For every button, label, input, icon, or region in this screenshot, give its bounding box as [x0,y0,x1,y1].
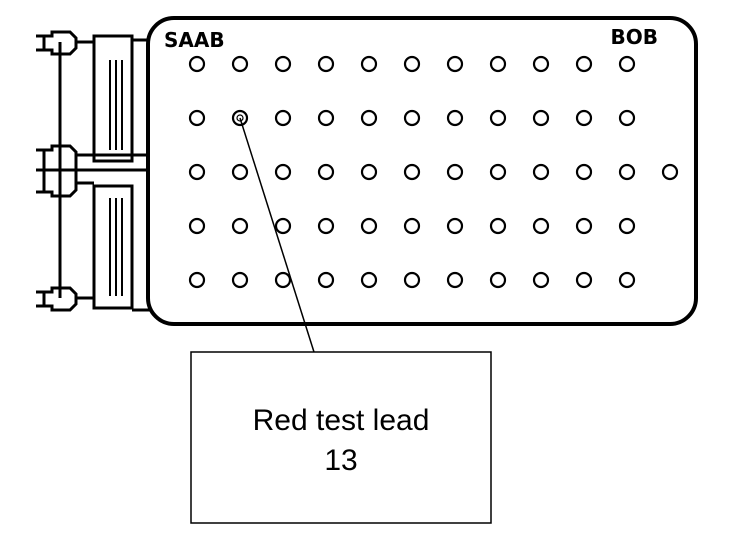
socket [618,163,636,181]
socket [618,55,636,73]
callout-line-2: 13 [324,444,357,477]
socket [317,163,335,181]
socket [575,271,593,289]
socket [274,163,292,181]
socket [403,163,421,181]
socket [489,217,507,235]
socket [403,109,421,127]
socket [532,55,550,73]
socket [403,55,421,73]
socket [575,163,593,181]
socket [575,55,593,73]
socket [231,271,249,289]
socket [188,163,206,181]
socket [532,271,550,289]
plug-top-icon [36,30,78,56]
brand-label: SAAB [164,28,225,52]
socket [618,109,636,127]
socket [489,163,507,181]
socket [231,163,249,181]
socket [274,55,292,73]
socket [360,217,378,235]
socket [317,55,335,73]
socket [532,163,550,181]
socket [446,163,464,181]
socket [446,109,464,127]
socket [317,217,335,235]
socket [231,55,249,73]
socket [317,109,335,127]
socket [231,217,249,235]
callout-leader-line [239,117,315,353]
socket-highlight-marker [236,114,244,122]
socket [575,217,593,235]
socket [403,217,421,235]
socket [188,271,206,289]
socket [360,271,378,289]
socket [274,217,292,235]
socket [360,109,378,127]
socket [446,271,464,289]
callout-box [190,351,492,524]
socket [403,271,421,289]
socket [489,271,507,289]
socket [360,163,378,181]
model-label: BOB [611,25,659,49]
plug-middle-icon [36,144,78,198]
socket [532,217,550,235]
socket-grid [188,55,679,289]
socket [489,109,507,127]
connector-harness [58,34,150,312]
socket [661,163,679,181]
cable-block-upper [92,34,134,163]
socket [360,55,378,73]
socket [188,109,206,127]
socket [317,271,335,289]
socket [446,217,464,235]
plug-bottom-icon [36,286,78,312]
socket [274,271,292,289]
callout-line-1: Red test lead [253,404,430,437]
socket [575,109,593,127]
socket [532,109,550,127]
socket [274,109,292,127]
socket [618,271,636,289]
socket [618,217,636,235]
socket [188,55,206,73]
socket [446,55,464,73]
socket [489,55,507,73]
breakout-board [146,16,698,326]
cable-block-lower [92,184,134,310]
socket [188,217,206,235]
